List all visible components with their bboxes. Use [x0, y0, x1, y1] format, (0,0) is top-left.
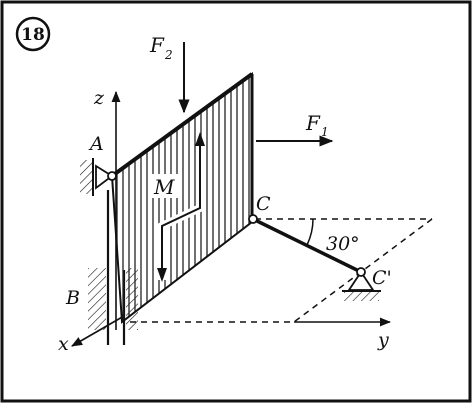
- wall-hatch-left: [88, 268, 106, 330]
- angle-arc: [306, 218, 314, 246]
- point-A-label: A: [88, 133, 104, 155]
- angle-label: 30°: [326, 233, 360, 255]
- force-F1-label: F 1: [305, 111, 329, 139]
- point-C-prime-label: C': [372, 267, 392, 289]
- plate-top-edge: [110, 72, 254, 178]
- figure-number-badge: 18: [15, 16, 51, 52]
- point-C-label: C: [256, 193, 271, 215]
- svg-text:2: 2: [164, 48, 173, 62]
- plate: [110, 72, 253, 324]
- moment-M-symbol: [157, 132, 205, 282]
- pin-support-C-prime: [342, 267, 381, 301]
- x-axis: [71, 315, 125, 347]
- svg-text:F: F: [305, 111, 321, 135]
- x-axis-label: x: [58, 333, 69, 355]
- force-F2-label: F 2: [149, 33, 173, 62]
- z-axis-label: z: [93, 87, 105, 109]
- y-axis-label: y: [377, 329, 389, 351]
- joint-C: [248, 214, 258, 224]
- hinge-A: [80, 158, 117, 196]
- moment-M-label: M: [153, 175, 175, 199]
- point-B-label: B: [65, 287, 80, 309]
- svg-text:1: 1: [321, 125, 329, 139]
- figure-number: 18: [21, 25, 45, 45]
- rod-CC-prime: [252, 217, 362, 274]
- dashed-plane: [130, 218, 433, 323]
- svg-text:F: F: [149, 33, 165, 57]
